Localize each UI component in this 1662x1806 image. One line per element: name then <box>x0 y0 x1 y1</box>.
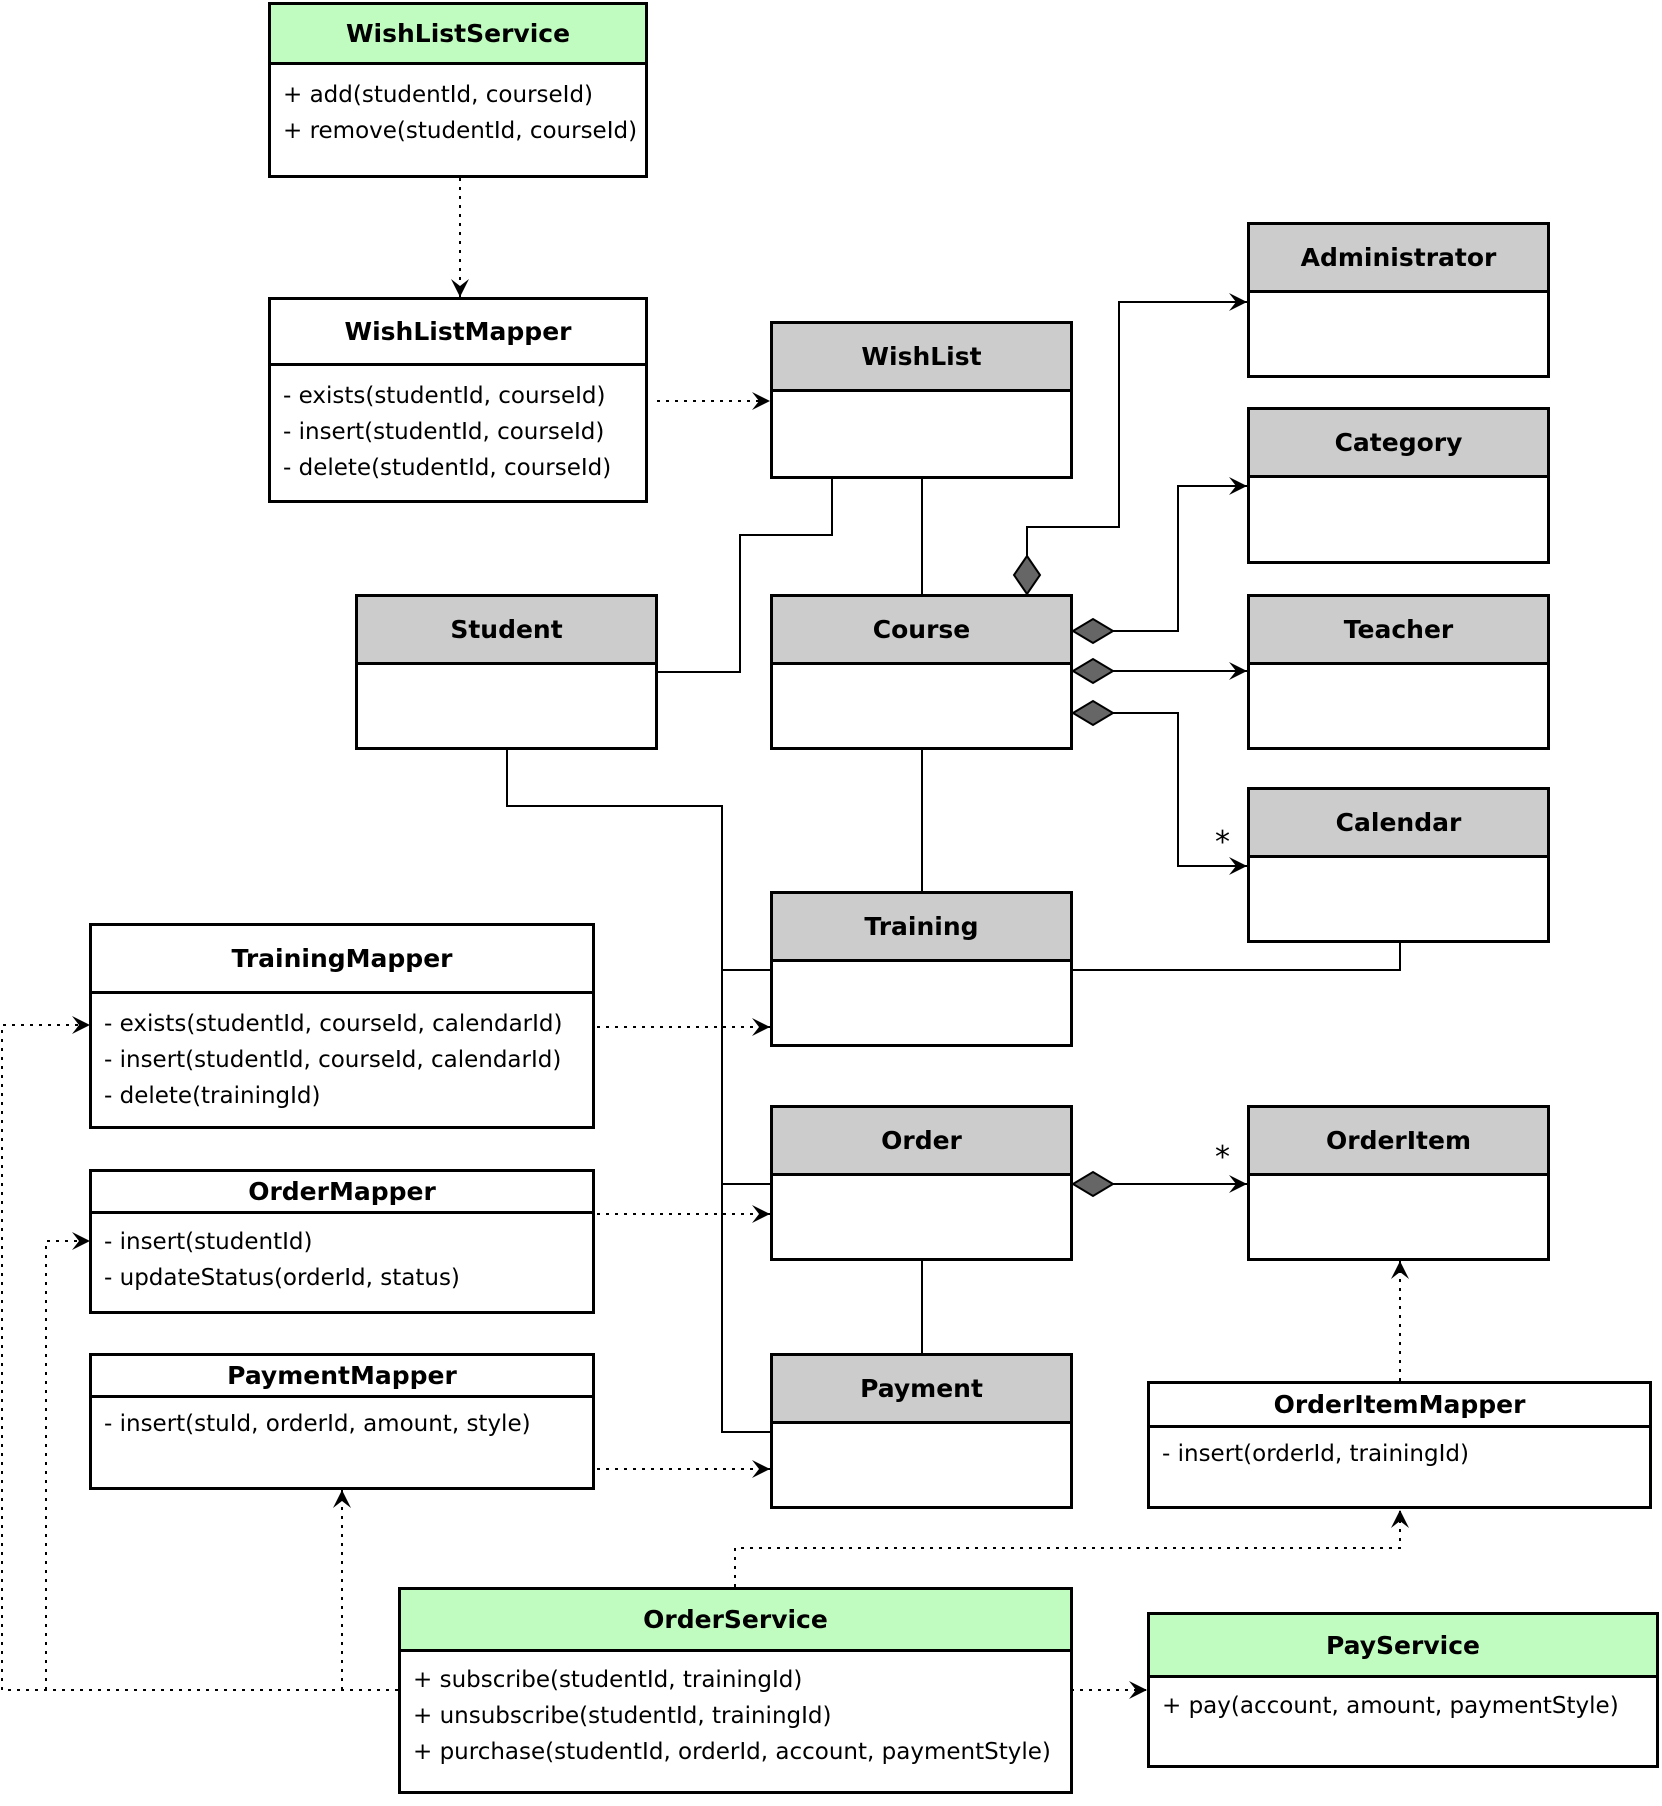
class-administrator[interactable]: Administrator <box>1247 222 1550 378</box>
class-ordermapper[interactable]: OrderMapper - insert(studentId) - update… <box>89 1169 595 1314</box>
class-name: WishListService <box>271 5 645 65</box>
class-paymentmapper[interactable]: PaymentMapper - insert(stuId, orderId, a… <box>89 1353 595 1490</box>
class-orderitem[interactable]: OrderItem <box>1247 1105 1550 1261</box>
composition-diamond-calendar <box>1071 699 1115 727</box>
class-name: Course <box>773 597 1070 665</box>
class-name: Payment <box>773 1356 1070 1424</box>
method: - insert(stuId, orderId, amount, style) <box>104 1411 531 1437</box>
class-category[interactable]: Category <box>1247 407 1550 564</box>
class-name: OrderService <box>401 1590 1070 1652</box>
class-name: OrderItemMapper <box>1150 1384 1649 1428</box>
dep-orderservice-trainingmapper <box>1 1016 398 1691</box>
class-name: TrainingMapper <box>92 926 592 994</box>
class-name: WishListMapper <box>271 300 645 366</box>
composition-diamond-orderitem <box>1071 1170 1115 1198</box>
class-wishlistservice[interactable]: WishListService + add(studentId, courseI… <box>268 2 648 178</box>
assoc-student-order-payment <box>506 749 770 1433</box>
method: + subscribe(studentId, trainingId) <box>413 1667 803 1693</box>
class-name: WishList <box>773 324 1070 392</box>
method-list: - insert(stuId, orderId, amount, style) <box>92 1398 592 1442</box>
method-list: - exists(studentId, courseId) - insert(s… <box>271 366 645 486</box>
class-name: Administrator <box>1250 225 1547 293</box>
method-list: + pay(account, amount, paymentStyle) <box>1150 1678 1656 1724</box>
method: + unsubscribe(studentId, trainingId) <box>413 1703 832 1729</box>
class-orderservice[interactable]: OrderService + subscribe(studentId, trai… <box>398 1587 1073 1794</box>
class-course[interactable]: Course <box>770 594 1073 750</box>
class-payservice[interactable]: PayService + pay(account, amount, paymen… <box>1147 1612 1659 1768</box>
composition-diamond-category <box>1071 617 1115 645</box>
method-list: - insert(orderId, trainingId) <box>1150 1428 1649 1472</box>
method: - insert(studentId, courseId, calendarId… <box>104 1047 562 1073</box>
method: - updateStatus(orderId, status) <box>104 1265 460 1291</box>
class-training[interactable]: Training <box>770 891 1073 1047</box>
method-list: - insert(studentId) - updateStatus(order… <box>92 1214 592 1296</box>
method: + remove(studentId, courseId) <box>283 118 638 144</box>
class-name: OrderMapper <box>92 1172 592 1214</box>
class-name: Category <box>1250 410 1547 478</box>
class-name: Student <box>358 597 655 665</box>
method: - delete(trainingId) <box>104 1083 321 1109</box>
class-name: Calendar <box>1250 790 1547 858</box>
composition-diamond-administrator <box>1012 554 1042 596</box>
dep-orderservice-ordermapper <box>45 1232 90 1690</box>
method: - exists(studentId, courseId, calendarId… <box>104 1011 563 1037</box>
class-teacher[interactable]: Teacher <box>1247 594 1550 750</box>
class-wishlist[interactable]: WishList <box>770 321 1073 479</box>
class-wishlistmapper[interactable]: WishListMapper - exists(studentId, cours… <box>268 297 648 503</box>
class-name: Teacher <box>1250 597 1547 665</box>
method: + purchase(studentId, orderId, account, … <box>413 1739 1051 1765</box>
assoc-wishlist-student <box>658 478 833 673</box>
class-payment[interactable]: Payment <box>770 1353 1073 1509</box>
dep-orderservice-orderitemmapper <box>734 1510 1409 1587</box>
composition-diamond-teacher <box>1071 657 1115 685</box>
method: - insert(orderId, trainingId) <box>1162 1441 1469 1467</box>
class-name: PaymentMapper <box>92 1356 592 1398</box>
method: - insert(studentId) <box>104 1229 313 1255</box>
method-list: - exists(studentId, courseId, calendarId… <box>92 994 592 1114</box>
method: - exists(studentId, courseId) <box>283 383 606 409</box>
method-list: + subscribe(studentId, trainingId) + uns… <box>401 1652 1070 1770</box>
class-trainingmapper[interactable]: TrainingMapper - exists(studentId, cours… <box>89 923 595 1129</box>
composition-course-category <box>1113 477 1247 632</box>
class-name: PayService <box>1150 1615 1656 1678</box>
assoc-training-calendar <box>1071 943 1401 971</box>
method: + add(studentId, courseId) <box>283 82 594 108</box>
calendar-multiplicity: * <box>1215 825 1230 860</box>
composition-course-administrator <box>1026 293 1247 567</box>
composition-course-calendar <box>1113 712 1247 875</box>
class-name: Training <box>773 894 1070 962</box>
class-order[interactable]: Order <box>770 1105 1073 1261</box>
class-name: OrderItem <box>1250 1108 1547 1176</box>
orderitem-multiplicity: * <box>1215 1140 1230 1175</box>
class-name: Order <box>773 1108 1070 1176</box>
method: - delete(studentId, courseId) <box>283 455 612 481</box>
class-orderitemmapper[interactable]: OrderItemMapper - insert(orderId, traini… <box>1147 1381 1652 1509</box>
method-list: + add(studentId, courseId) + remove(stud… <box>271 65 645 149</box>
class-calendar[interactable]: Calendar <box>1247 787 1550 943</box>
method: - insert(studentId, courseId) <box>283 419 605 445</box>
method: + pay(account, amount, paymentStyle) <box>1162 1693 1619 1719</box>
class-student[interactable]: Student <box>355 594 658 750</box>
